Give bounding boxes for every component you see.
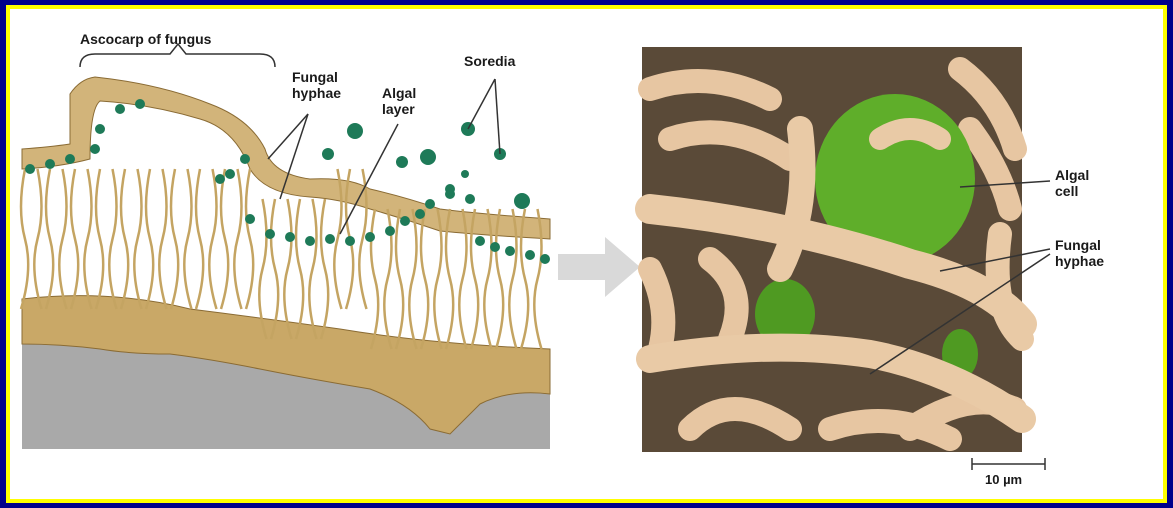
label-ascocarp: Ascocarp of fungus: [80, 31, 211, 47]
label-soredia: Soredia: [464, 53, 515, 69]
lichen-cross-section-illustration: [10, 9, 1163, 499]
label-fungal-hyphae-right: Fungal hyphae: [1055, 237, 1104, 269]
figure-frame: Ascocarp of fungus Fungal hyphae Algal l…: [6, 5, 1167, 503]
label-algal-layer: Algal layer: [382, 85, 416, 117]
transition-arrow: [558, 237, 640, 297]
ascocarp-bracket: [80, 44, 275, 67]
sem-micrograph: [642, 47, 1022, 452]
label-fungal-hyphae-left: Fungal hyphae: [292, 69, 341, 101]
scale-bar: [972, 458, 1045, 470]
label-scale-bar: 10 µm: [985, 472, 1022, 488]
upper-cortex: [22, 77, 550, 239]
label-algal-cell: Algal cell: [1055, 167, 1089, 199]
